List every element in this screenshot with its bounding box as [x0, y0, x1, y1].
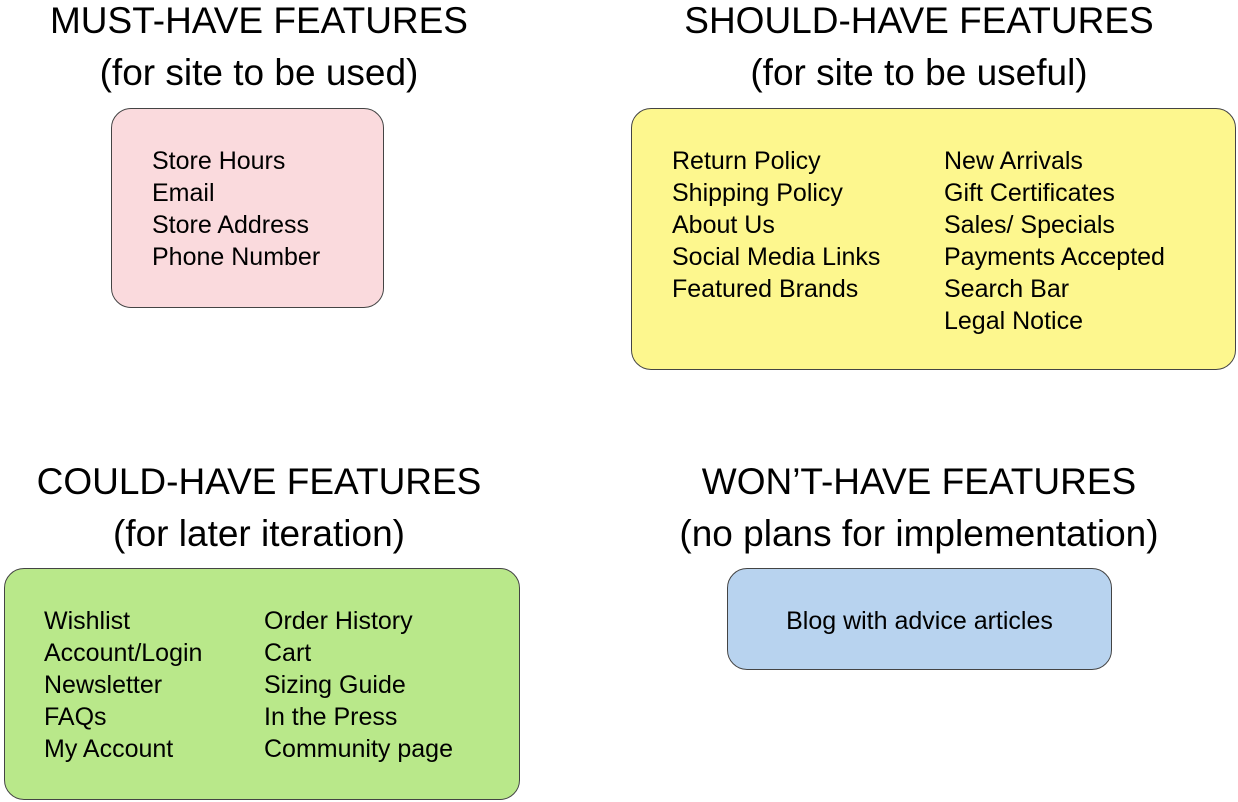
list-item: FAQs [44, 703, 107, 731]
could-have-box: Wishlist Account/Login Newsletter FAQs M… [4, 568, 520, 800]
wont-have-heading: WON’T-HAVE FEATURES (no plans for implem… [600, 456, 1238, 560]
must-have-list: Store Hours Email Store Address Phone Nu… [152, 145, 320, 273]
list-item: My Account [44, 735, 174, 763]
list-item: Newsletter [44, 671, 163, 699]
must-have-subtitle: (for site to be used) [99, 52, 419, 93]
wont-have-title: WON’T-HAVE FEATURES [701, 461, 1137, 502]
list-item: New Arrivals [944, 147, 1083, 175]
could-have-list-left: Wishlist Account/Login Newsletter FAQs M… [44, 605, 202, 765]
list-item: Search Bar [944, 275, 1070, 303]
list-item: Return Policy [672, 147, 821, 175]
should-have-list-left: Return Policy Shipping Policy About Us S… [672, 145, 880, 305]
wont-have-list: Blog with advice articles [728, 605, 1111, 637]
list-item: Social Media Links [672, 243, 881, 271]
wont-have-box: Blog with advice articles [727, 568, 1112, 670]
list-item: Email [152, 179, 215, 207]
list-item: About Us [672, 211, 775, 239]
should-have-list-right: New Arrivals Gift Certificates Sales/ Sp… [944, 145, 1165, 337]
must-have-heading: MUST-HAVE FEATURES (for site to be used) [0, 0, 518, 99]
could-have-list-right: Order History Cart Sizing Guide In the P… [264, 605, 453, 765]
must-have-title: MUST-HAVE FEATURES [49, 0, 468, 41]
list-item: Featured Brands [672, 275, 859, 303]
should-have-subtitle: (for site to be useful) [750, 52, 1088, 93]
list-item: Community page [264, 735, 453, 763]
list-item: Order History [264, 607, 413, 635]
list-item: Wishlist [44, 607, 131, 635]
list-item: Account/Login [44, 639, 203, 667]
list-item: Sales/ Specials [944, 211, 1115, 239]
wont-have-subtitle: (no plans for implementation) [679, 513, 1159, 554]
list-item: Cart [264, 639, 312, 667]
list-item: Store Hours [152, 147, 286, 175]
must-have-box: Store Hours Email Store Address Phone Nu… [111, 108, 384, 308]
should-have-box: Return Policy Shipping Policy About Us S… [631, 108, 1236, 370]
list-item: Store Address [152, 211, 310, 239]
could-have-heading: COULD-HAVE FEATURES (for later iteration… [0, 456, 518, 560]
list-item: Blog with advice articles [786, 607, 1053, 635]
list-item: Phone Number [152, 243, 321, 271]
could-have-subtitle: (for later iteration) [113, 513, 405, 554]
could-have-title: COULD-HAVE FEATURES [36, 461, 482, 502]
list-item: Shipping Policy [672, 179, 843, 207]
list-item: Payments Accepted [944, 243, 1165, 271]
list-item: Gift Certificates [944, 179, 1115, 207]
should-have-heading: SHOULD-HAVE FEATURES (for site to be use… [600, 0, 1238, 99]
list-item: Sizing Guide [264, 671, 406, 699]
should-have-title: SHOULD-HAVE FEATURES [684, 0, 1154, 41]
list-item: In the Press [264, 703, 398, 731]
list-item: Legal Notice [944, 307, 1083, 335]
